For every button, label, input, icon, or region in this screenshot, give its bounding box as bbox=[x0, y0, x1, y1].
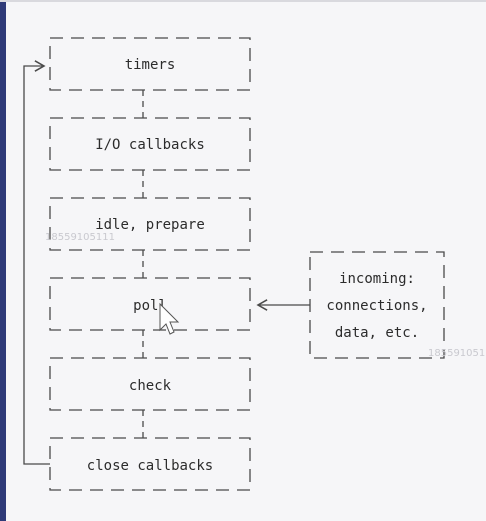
incoming-line-3: data, etc. bbox=[335, 325, 419, 341]
mouse-cursor-icon bbox=[159, 302, 180, 335]
phase-box-timers: timers bbox=[49, 37, 251, 91]
phase-label-idle-prepare: idle, prepare bbox=[95, 217, 205, 233]
incoming-line-1: incoming: bbox=[339, 271, 415, 287]
phase-box-check: check bbox=[49, 357, 251, 411]
watermark-text: 18559105111 bbox=[45, 232, 115, 243]
phase-box-io-callbacks: I/O callbacks bbox=[49, 117, 251, 171]
watermark-text-right: 18559105111 bbox=[428, 348, 486, 359]
phase-box-idle-prepare: idle, prepare bbox=[49, 197, 251, 251]
incoming-box: incoming: connections, data, etc. bbox=[309, 251, 445, 359]
incoming-line-2: connections, bbox=[326, 298, 427, 314]
phase-label-timers: timers bbox=[125, 57, 176, 73]
phase-label-io-callbacks: I/O callbacks bbox=[95, 137, 205, 153]
window-top-edge bbox=[0, 0, 486, 2]
phase-label-check: check bbox=[129, 378, 172, 394]
phase-box-close-callbacks: close callbacks bbox=[49, 437, 251, 491]
window-edge bbox=[0, 0, 6, 521]
phase-box-poll: poll bbox=[49, 277, 251, 331]
phase-label-close-callbacks: close callbacks bbox=[87, 458, 213, 474]
phase-label-poll: poll bbox=[133, 298, 167, 314]
loop-back-arrow bbox=[23, 60, 50, 465]
